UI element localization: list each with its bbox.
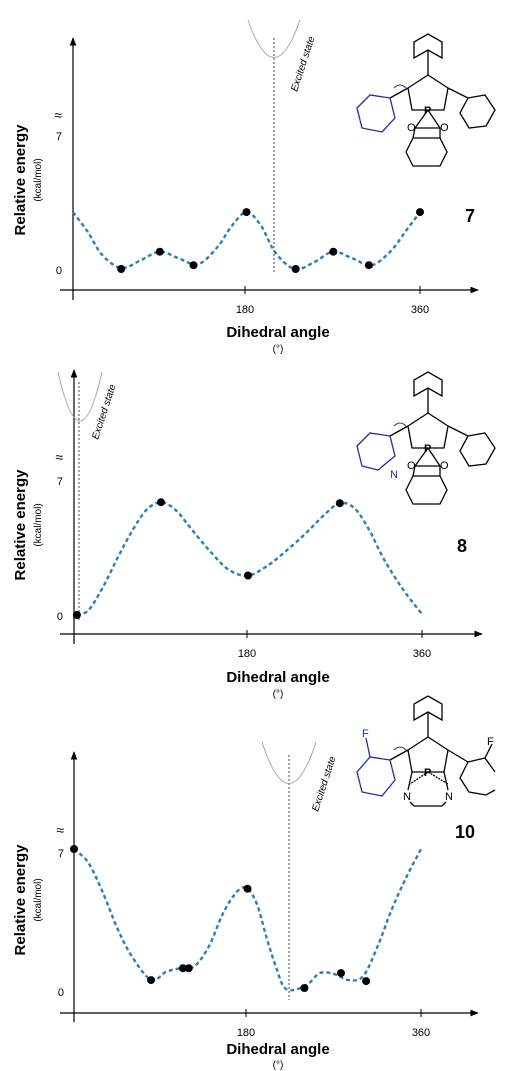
x-axis-unit: (°) bbox=[273, 689, 284, 700]
excited-state-label: Excited state bbox=[310, 755, 338, 813]
x-tick-label: 180 bbox=[236, 304, 254, 316]
data-point bbox=[157, 498, 165, 507]
data-point bbox=[300, 984, 309, 992]
x-axis-label: Dihedral angle bbox=[226, 324, 329, 341]
y-axis-unit: (kcal/mol) bbox=[33, 878, 44, 921]
y-axis-label: Relative energy bbox=[12, 469, 29, 581]
data-point bbox=[364, 261, 373, 270]
data-point bbox=[329, 247, 338, 256]
y-tick-label: 0 bbox=[56, 265, 62, 277]
x-axis-label: Dihedral angle bbox=[226, 1041, 329, 1058]
pyridyl-substituent bbox=[356, 422, 407, 471]
excited-state-curve bbox=[261, 741, 317, 784]
panel-8: 180 360 0 7 ≈ Dihedral angle (°) Relativ… bbox=[12, 369, 496, 700]
atom-label: F bbox=[487, 736, 494, 748]
data-point bbox=[178, 964, 187, 973]
x-axis-unit: (°) bbox=[273, 1060, 284, 1071]
y-tick-label: 0 bbox=[58, 987, 64, 999]
phenyl-substituent bbox=[356, 84, 407, 133]
x-tick-label: 180 bbox=[237, 1027, 255, 1039]
axis-break: ≈ bbox=[56, 822, 64, 838]
axis-break: ≈ bbox=[55, 449, 63, 465]
x-tick-label: 360 bbox=[413, 648, 431, 660]
fluorophenyl-substituent bbox=[356, 737, 407, 797]
data-point bbox=[337, 969, 345, 978]
data-point bbox=[243, 884, 252, 893]
compound-label: 7 bbox=[465, 206, 475, 226]
data-point bbox=[184, 964, 193, 973]
data-point bbox=[117, 265, 126, 273]
data-point bbox=[244, 571, 252, 580]
y-tick-label: 7 bbox=[58, 848, 64, 860]
y-tick-label: 7 bbox=[57, 476, 63, 488]
excited-state-label: Excited state bbox=[90, 383, 118, 441]
excited-state-curve bbox=[57, 371, 103, 422]
data-point bbox=[72, 611, 81, 619]
energy-points bbox=[72, 498, 344, 619]
x-axis-unit: (°) bbox=[273, 344, 284, 355]
x-tick-label: 180 bbox=[238, 648, 256, 660]
data-point bbox=[335, 499, 344, 508]
data-point bbox=[155, 247, 164, 256]
compound-label: 10 bbox=[455, 822, 475, 842]
atom-label: N bbox=[445, 791, 453, 803]
atom-label: P bbox=[424, 443, 431, 455]
y-axis-label: Relative energy bbox=[12, 124, 29, 236]
energy-curve bbox=[72, 210, 421, 271]
atom-label: P bbox=[424, 105, 431, 117]
molecule-structure-8 bbox=[389, 371, 496, 505]
panel-10: 180 360 0 7 ≈ Dihedral angle (°) Relativ… bbox=[12, 695, 496, 1071]
data-point bbox=[70, 845, 78, 853]
x-tick-label: 360 bbox=[412, 1027, 430, 1039]
y-axis-unit: (kcal/mol) bbox=[33, 503, 44, 546]
atom-label: P bbox=[424, 767, 431, 779]
energy-points bbox=[70, 845, 371, 992]
data-point bbox=[147, 976, 156, 985]
atom-label: O bbox=[440, 460, 449, 472]
data-point bbox=[362, 977, 371, 986]
panel-7: 180 360 0 7 ≈ Dihedral angle (°) Relativ… bbox=[12, 19, 496, 355]
y-axis-label: Relative energy bbox=[12, 844, 29, 956]
axis-break: ≈ bbox=[54, 107, 62, 123]
atom-label: N bbox=[403, 791, 411, 803]
atom-label: O bbox=[440, 122, 449, 134]
data-point bbox=[416, 208, 424, 217]
data-point bbox=[242, 208, 251, 217]
molecule-structure-10 bbox=[389, 695, 496, 807]
data-point bbox=[291, 265, 300, 273]
excited-state-label: Excited state bbox=[289, 35, 317, 93]
x-tick-label: 360 bbox=[411, 304, 429, 316]
y-tick-label: 7 bbox=[56, 131, 62, 143]
molecule-structure-7 bbox=[389, 33, 496, 167]
energy-points bbox=[117, 208, 424, 273]
atom-label: O bbox=[407, 460, 416, 472]
energy-curve bbox=[73, 848, 423, 992]
y-axis-unit: (kcal/mol) bbox=[33, 158, 44, 201]
atom-label: O bbox=[407, 122, 416, 134]
atom-label: F bbox=[362, 728, 369, 740]
compound-label: 8 bbox=[457, 536, 467, 556]
excited-state-curve bbox=[247, 19, 301, 58]
x-axis-label: Dihedral angle bbox=[226, 669, 329, 686]
atom-label: N bbox=[390, 469, 398, 481]
y-tick-label: 0 bbox=[57, 611, 63, 623]
data-point bbox=[189, 261, 198, 270]
energy-curve bbox=[76, 500, 423, 617]
